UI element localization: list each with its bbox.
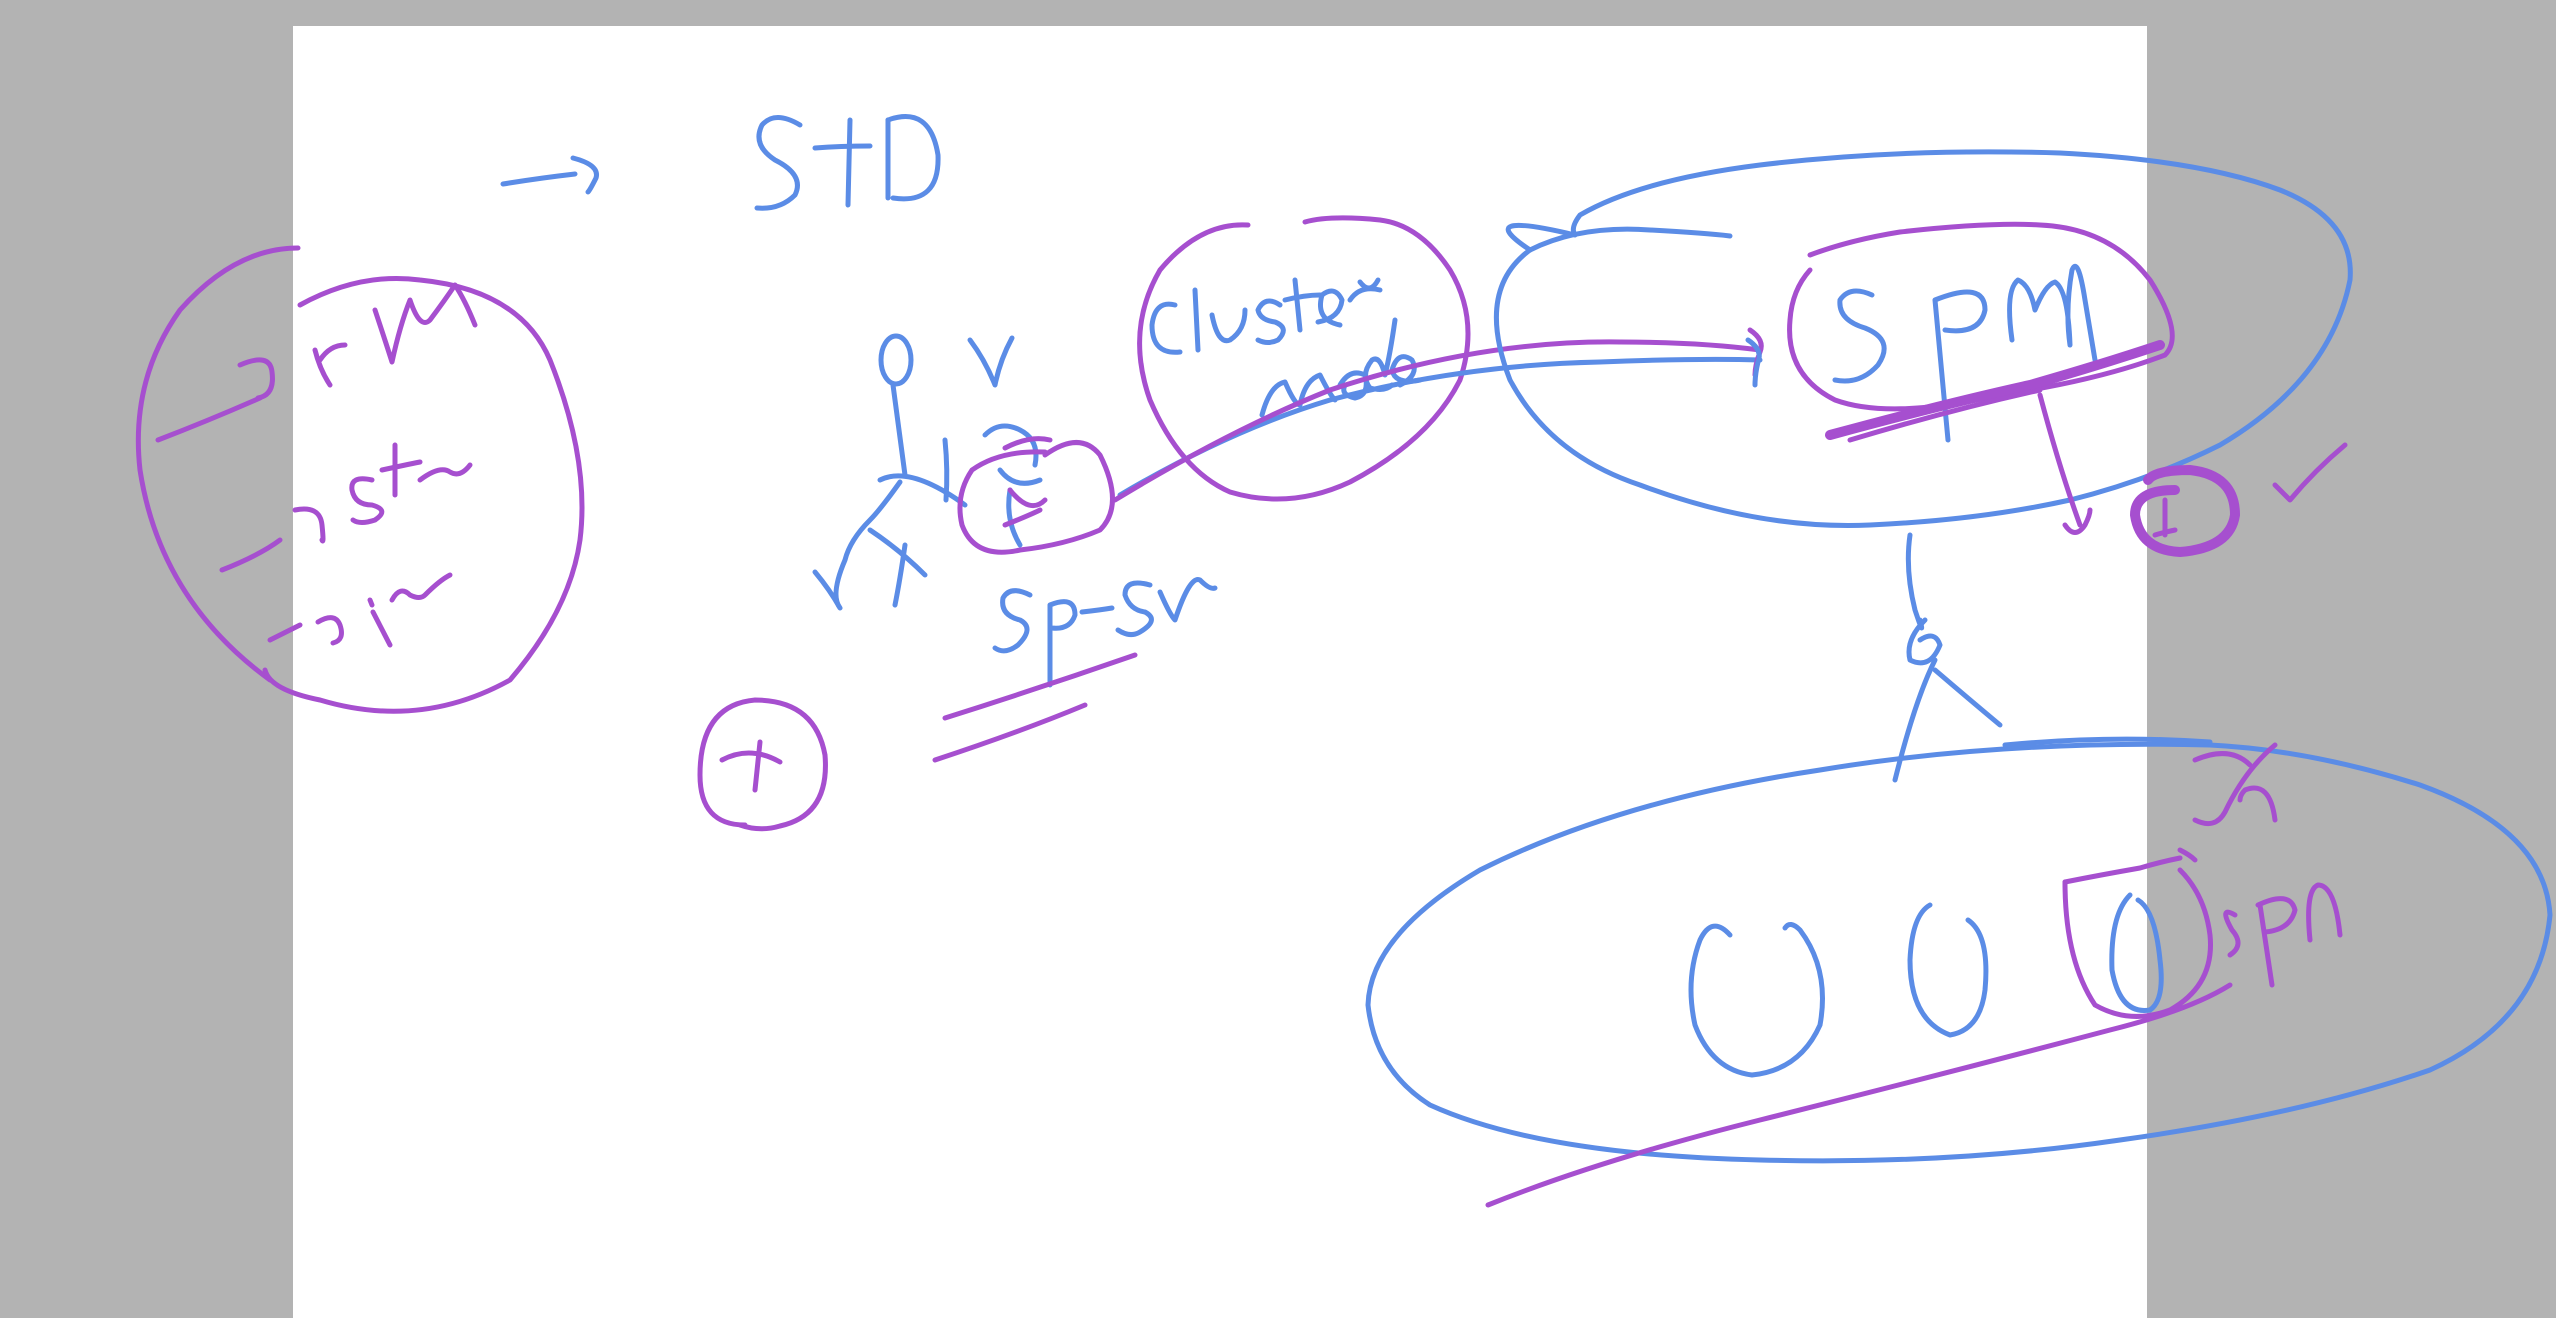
circled-one-check xyxy=(2130,442,2348,557)
middle-tree-sketch xyxy=(812,333,1043,611)
bottom-outer-ellipse xyxy=(1365,736,2553,1164)
purple-node-highlight xyxy=(957,436,1115,555)
spn-label xyxy=(2062,742,2343,1019)
connector-spm-to-nodes xyxy=(1892,532,2003,783)
bottom-nodes xyxy=(1688,892,2164,1078)
sp-sv-label xyxy=(932,577,1218,763)
connector-node-to-spm xyxy=(1112,327,1764,503)
left-purple-cluster xyxy=(135,245,585,714)
std-handwriting xyxy=(754,114,941,211)
top-arrow xyxy=(500,155,599,195)
spm-label xyxy=(1787,221,2175,535)
spm-outer-ellipse xyxy=(1493,149,2353,528)
purple-circle-x xyxy=(697,697,828,832)
bottom-slash xyxy=(1485,982,2233,1208)
